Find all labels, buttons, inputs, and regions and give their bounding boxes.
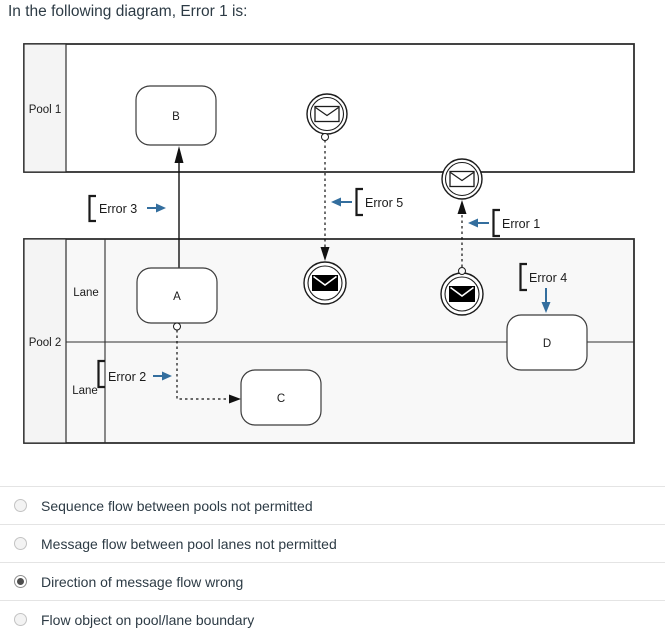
option-label: Direction of message flow wrong xyxy=(41,573,244,590)
lane-bottom-label: Lane xyxy=(72,385,98,397)
pool-2-label-band xyxy=(23,238,67,444)
answer-options: Sequence flow between pools not permitte… xyxy=(0,486,665,638)
arrow-right-icon xyxy=(156,203,166,213)
envelope-icon xyxy=(314,105,340,123)
message-catch-event-top-left xyxy=(306,93,348,141)
envelope-icon xyxy=(449,170,475,188)
arrow-left-icon xyxy=(331,197,341,207)
sequence-arrowhead xyxy=(174,146,184,163)
bpmn-diagram: Pool 1 Pool 2 Lane Lane B A C D xyxy=(23,43,635,444)
error-4-label: Error 4 xyxy=(529,271,567,285)
envelope-filled-icon xyxy=(312,275,338,291)
lane-top-label: Lane xyxy=(73,287,99,299)
error-1-annotation: Error 1 xyxy=(468,208,540,238)
flow-arrowhead-c xyxy=(229,394,241,404)
radio-button[interactable] xyxy=(14,575,27,588)
task-a-label: A xyxy=(173,291,181,303)
radio-button[interactable] xyxy=(14,613,27,626)
task-a: A xyxy=(136,267,218,324)
answer-option-4[interactable]: Flow object on pool/lane boundary xyxy=(0,600,665,638)
arrow-left-icon xyxy=(468,218,478,228)
error-5-label: Error 5 xyxy=(365,196,403,210)
flow-arrowhead-down xyxy=(320,247,330,261)
task-c: C xyxy=(240,369,322,426)
flow-source-dot xyxy=(458,267,466,275)
error-2-annotation: Error 2 xyxy=(97,359,172,389)
error-1-label: Error 1 xyxy=(502,217,540,231)
pool-1-label: Pool 1 xyxy=(29,104,62,116)
pool-1-label-band xyxy=(23,43,67,173)
flow-source-dot-a xyxy=(173,322,181,331)
radio-button[interactable] xyxy=(14,499,27,512)
answer-option-2[interactable]: Message flow between pool lanes not perm… xyxy=(0,524,665,562)
message-throw-event-left xyxy=(303,261,347,305)
task-d: D xyxy=(506,314,588,371)
error-2-label: Error 2 xyxy=(108,370,146,384)
message-flow-a-to-c xyxy=(176,330,241,404)
task-b-label: B xyxy=(172,111,180,123)
error-4-annotation: Error 4 xyxy=(519,262,567,313)
flow-source-dot xyxy=(321,133,329,141)
envelope-filled-icon xyxy=(449,286,475,302)
bracket-icon xyxy=(492,208,500,238)
task-d-label: D xyxy=(543,338,551,350)
arrow-down-icon xyxy=(541,302,551,313)
error-5-annotation: Error 5 xyxy=(331,187,403,217)
message-throw-event-right xyxy=(440,267,484,316)
option-label: Message flow between pool lanes not perm… xyxy=(41,535,337,552)
error-3-annotation: Error 3 xyxy=(88,194,166,223)
task-b: B xyxy=(135,85,217,146)
answer-option-1[interactable]: Sequence flow between pools not permitte… xyxy=(0,486,665,524)
message-catch-event-on-boundary xyxy=(441,158,483,200)
question-title: In the following diagram, Error 1 is: xyxy=(8,3,248,20)
error-3-label: Error 3 xyxy=(99,202,137,216)
bracket-icon xyxy=(97,359,105,389)
task-c-label: C xyxy=(277,393,285,405)
flow-arrowhead-up xyxy=(457,200,467,214)
pool-2-label: Pool 2 xyxy=(29,337,62,349)
sequence-flow-a-to-b xyxy=(174,146,184,268)
bracket-icon xyxy=(88,194,96,223)
radio-button[interactable] xyxy=(14,537,27,550)
answer-option-3[interactable]: Direction of message flow wrong xyxy=(0,562,665,600)
option-label: Flow object on pool/lane boundary xyxy=(41,611,255,628)
bracket-icon xyxy=(355,187,363,217)
arrow-right-icon xyxy=(162,371,172,381)
bracket-icon xyxy=(519,262,527,292)
option-label: Sequence flow between pools not permitte… xyxy=(41,497,313,514)
